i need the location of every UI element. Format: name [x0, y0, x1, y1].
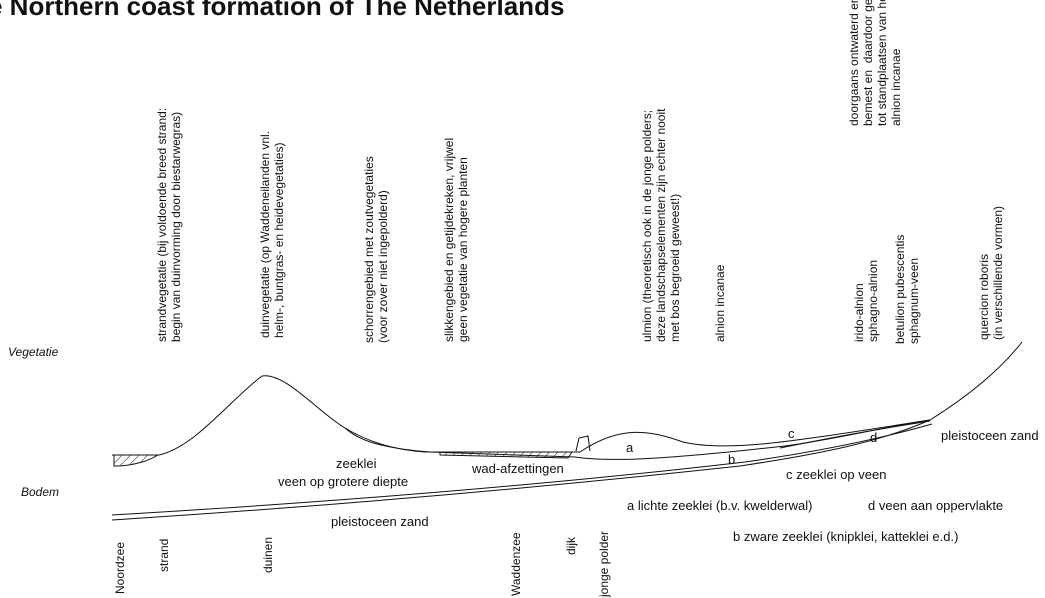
peat-layer-line	[779, 420, 931, 449]
soil-label-veen-diepte: veen op grotere diepte	[278, 474, 409, 489]
bottom-label-dijk: dijk	[564, 536, 578, 555]
surface-line	[112, 341, 1023, 456]
legend-d: d veen aan oppervlakte	[868, 498, 1004, 513]
soil-label-wad: wad-afzettingen	[472, 461, 564, 476]
bottom-label-noordzee: Noordzee	[113, 541, 127, 594]
bottom-label-strand: strand	[157, 538, 171, 572]
soil-side-label: Bodem	[21, 485, 60, 499]
diagram-title: e Northern coast formation of The Nether…	[0, 0, 565, 21]
soil-label-zeeklei: zeeklei	[336, 456, 377, 471]
bottom-label-jonge-polder: jonge polder	[597, 530, 611, 597]
bottom-label-waddenzee: Waddenzee	[509, 532, 523, 596]
sand-upper-line	[111, 419, 931, 521]
sand-lower-line	[111, 423, 933, 516]
soil-marker-b: b	[728, 452, 736, 467]
soil-marker-c: c	[788, 426, 795, 441]
bottom-label-duinen: duinen	[261, 536, 275, 573]
vegetation-side-label: Vegetatie	[8, 345, 59, 359]
hatch-wad	[439, 451, 573, 459]
legend-b: b zware zeeklei (knipklei, katteklei e.d…	[733, 529, 959, 544]
hatch-strand	[113, 454, 160, 467]
soil-label-pleistoceen-right: pleistoceen zand	[941, 428, 1039, 443]
legend-a: a lichte zeeklei (b.v. kwelderwal)	[627, 498, 813, 513]
clay-lower-boundary	[344, 427, 431, 453]
legend-c: c zeeklei op veen	[786, 467, 887, 482]
dike-shape	[575, 435, 591, 452]
soil-marker-d: d	[870, 430, 878, 445]
soil-label-pleistoceen-left: pleistoceen zand	[331, 514, 429, 529]
soil-marker-a: a	[626, 440, 634, 455]
